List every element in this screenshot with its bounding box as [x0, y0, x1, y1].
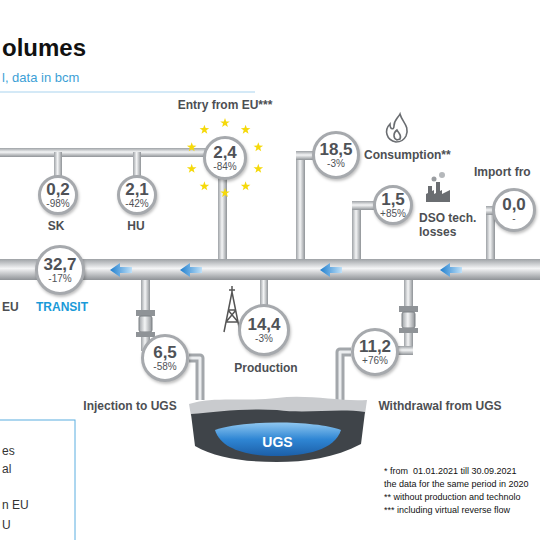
- flow-arrows: [110, 263, 462, 277]
- legend-text: U: [2, 518, 11, 532]
- change-percent: +85%: [380, 208, 406, 219]
- pump-symbol: [399, 306, 418, 333]
- value-text: 0,0: [502, 196, 526, 213]
- node-caption: Production: [234, 361, 297, 375]
- flame-icon: [387, 114, 407, 142]
- node-caption: Entry from EU***: [178, 98, 273, 112]
- node-caption: Injection to UGS: [83, 399, 176, 413]
- pipe: [133, 152, 141, 176]
- legend-text: es: [2, 444, 15, 458]
- value-text: 18,5: [319, 141, 352, 158]
- node-caption: Consumption**: [364, 148, 451, 162]
- value-circle: 32,7-17%EUTRANSIT: [35, 245, 85, 295]
- subtitle: l, data in bcm: [2, 70, 79, 85]
- change-percent: -84%: [213, 161, 236, 172]
- value-circle: 2,1-42%HU: [117, 175, 157, 215]
- footnote: * from 01.01.2021 till 30.09.2021: [384, 466, 517, 476]
- node-caption: Import fro: [474, 165, 531, 179]
- subtitle-rule: [0, 92, 255, 93]
- value-circle: 11,2+76%Withdrawal from UGS: [351, 328, 399, 376]
- value-text: 2,4: [213, 144, 237, 161]
- pipe: [54, 152, 62, 176]
- change-percent: -58%: [153, 361, 176, 372]
- storage-reservoir: UGS: [185, 392, 370, 464]
- pipe: [296, 151, 305, 264]
- value-text: 14,4: [247, 316, 280, 333]
- pipe: [260, 276, 268, 306]
- node-caption: Withdrawal from UGS: [378, 399, 501, 413]
- value-text: 1,5: [381, 191, 405, 208]
- change-percent: -3%: [255, 333, 273, 344]
- factory-icon: [426, 172, 450, 202]
- value-circle: 18,5-3%Consumption**: [312, 131, 360, 179]
- value-text: 32,7: [43, 256, 76, 273]
- ground-shape: [185, 392, 370, 464]
- change-percent: -42%: [125, 198, 148, 209]
- footnote: ** without production and technolo: [384, 492, 521, 502]
- legend-frame: [0, 420, 75, 540]
- value-circle: 14,4-3%Production: [238, 304, 290, 356]
- node-caption: EU: [2, 300, 19, 314]
- change-percent: -98%: [46, 198, 69, 209]
- legend-text: n EU: [2, 498, 29, 512]
- legend-text: al: [2, 462, 11, 476]
- value-text: 0,2: [46, 181, 70, 198]
- change-percent: -17%: [48, 273, 71, 284]
- value-text: 11,2: [359, 338, 391, 355]
- value-circle: 2,4-84%Entry from EU***: [203, 136, 247, 180]
- footnote: *** including virtual reverse flow: [384, 505, 510, 515]
- node-caption: HU: [127, 219, 144, 233]
- value-circle: 0,0-Import fro: [492, 188, 536, 232]
- value-circle: 0,2-98%SK: [38, 175, 78, 215]
- value-circle: 6,5-58%Injection to UGS: [141, 334, 189, 382]
- value-circle: 1,5+85%DSO tech. losses: [373, 185, 413, 225]
- slide-title: olumes: [2, 34, 86, 62]
- pipe: [352, 201, 361, 264]
- change-percent: +76%: [362, 355, 388, 366]
- node-caption: DSO tech. losses: [419, 211, 483, 239]
- eu-stars: [187, 118, 263, 197]
- footnote: the data for the same period in 2020: [384, 479, 529, 489]
- pipe-connector: [189, 358, 200, 400]
- pump-symbol: [136, 310, 155, 337]
- value-text: 6,5: [153, 344, 177, 361]
- node-caption: SK: [48, 219, 65, 233]
- change-percent: -3%: [327, 158, 345, 169]
- pipe-connector: [340, 352, 351, 400]
- change-percent: -: [512, 213, 515, 224]
- value-text: 2,1: [125, 181, 149, 198]
- reservoir-label: UGS: [185, 434, 370, 450]
- node-caption: TRANSIT: [36, 300, 88, 314]
